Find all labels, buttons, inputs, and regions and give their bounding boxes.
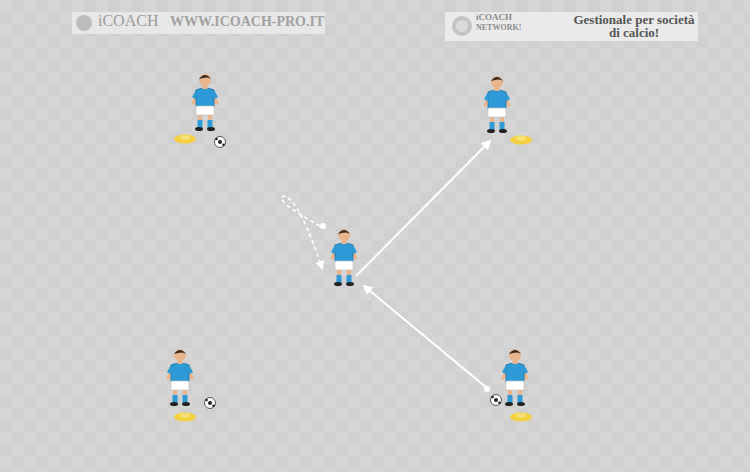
- watermark-url: WWW.ICOACH-PRO.IT: [170, 15, 324, 29]
- banner-slogan: Gestionale per società di calcio!: [572, 13, 696, 39]
- watermark-logo: iCOACH: [98, 13, 158, 29]
- network-logo: iCOACH: [476, 13, 512, 22]
- network-logo: NETWORK!: [476, 24, 521, 32]
